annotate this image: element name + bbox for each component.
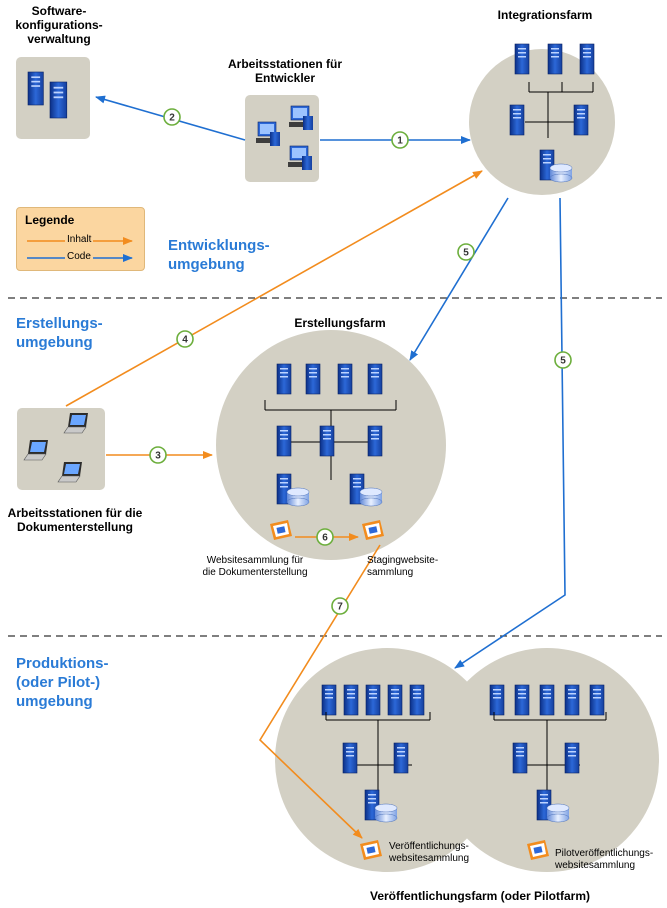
server-icon <box>276 425 292 457</box>
authoring-farm-label: Erstellungsfarm <box>294 316 386 330</box>
dev-workstations-label: Arbeitsstationen für Entwickler <box>227 57 342 85</box>
step-circle <box>391 131 409 149</box>
step-circle <box>331 597 349 615</box>
database-icon <box>549 163 573 183</box>
server-icon <box>387 684 403 716</box>
server-icon <box>365 684 381 716</box>
server-icon <box>276 363 292 395</box>
server-icon <box>514 684 530 716</box>
site-collection-icon <box>270 520 292 540</box>
step-number: 5 <box>463 248 469 259</box>
site-collection-icon <box>362 520 384 540</box>
server-icon <box>589 684 605 716</box>
integration-farm-label: Integrationsfarm <box>497 8 593 22</box>
step-circle <box>457 243 475 261</box>
step-number: 2 <box>169 113 175 124</box>
database-icon <box>359 487 383 507</box>
publishing-farm-label: Veröffentlichungsfarm (oder Pilotfarm) <box>369 889 591 903</box>
server-icon <box>321 684 337 716</box>
step-number: 4 <box>182 335 188 346</box>
server-icon <box>305 363 321 395</box>
step-circle <box>316 528 334 546</box>
step-circle <box>149 446 167 464</box>
server-icon <box>49 81 68 119</box>
server-icon <box>337 363 353 395</box>
server-icon <box>573 104 589 136</box>
server-icon <box>509 104 525 136</box>
database-icon <box>374 803 398 823</box>
server-icon <box>27 71 44 106</box>
server-icon <box>512 742 528 774</box>
pilot-site-label: Pilotveröffentlichungs- websitesammlung <box>555 848 654 871</box>
production-environment-label: Produktions- (oder Pilot-) umgebung <box>16 655 109 710</box>
workstation-icon <box>256 121 280 146</box>
step-number: 3 <box>155 451 161 462</box>
server-icon <box>409 684 425 716</box>
server-icon <box>514 43 530 75</box>
server-icon <box>564 684 580 716</box>
server-icon <box>367 363 383 395</box>
laptop-icon <box>23 440 48 461</box>
step-circle <box>554 351 572 369</box>
server-icon <box>547 43 563 75</box>
server-icon <box>319 425 335 457</box>
authoring-workstations-label: Arbeitsstationen für die Dokumenterstell… <box>7 506 143 534</box>
arrow-step-5-production <box>454 197 566 669</box>
step-number: 1 <box>397 136 403 147</box>
workstation-icon <box>288 145 312 170</box>
arrow-step-4 <box>65 170 483 407</box>
dev-environment-label: Entwicklungs- umgebung <box>168 237 270 273</box>
step-circle <box>163 108 181 126</box>
server-icon <box>393 742 409 774</box>
authoring-environment-label: Erstellungs- umgebung <box>16 315 103 351</box>
legend-title: Legende <box>25 213 75 227</box>
database-icon <box>286 487 310 507</box>
staging-site-label: Stagingwebsite- sammlung <box>367 555 439 578</box>
authoring-site-label: Websitesammlung für die Dokumenterstellu… <box>202 555 308 578</box>
step-number: 7 <box>337 602 343 613</box>
arrow-step-5-authoring <box>409 197 509 361</box>
server-icon <box>367 425 383 457</box>
server-icon <box>564 742 580 774</box>
site-collection-icon <box>527 840 549 860</box>
step-circle <box>176 330 194 348</box>
step-number: 5 <box>560 356 566 367</box>
workstation-icon <box>289 105 313 130</box>
legend: Legende Inhalt Code <box>16 207 145 271</box>
laptop-icon <box>57 462 82 483</box>
legend-code-label: Code <box>65 251 93 262</box>
site-collection-icon <box>360 840 382 860</box>
publishing-site-label: Veröffentlichungs- websitesammlung <box>389 841 470 864</box>
legend-content-label: Inhalt <box>65 234 94 245</box>
step-number: 6 <box>322 533 328 544</box>
server-icon <box>539 684 555 716</box>
publishing-farm-circle <box>275 648 499 872</box>
server-icon <box>489 684 505 716</box>
server-icon <box>342 742 358 774</box>
server-icon <box>579 43 595 75</box>
server-icon <box>343 684 359 716</box>
laptop-icon <box>63 413 88 434</box>
software-config-label: Software- konfigurations- verwaltung <box>15 4 103 46</box>
database-icon <box>546 803 570 823</box>
